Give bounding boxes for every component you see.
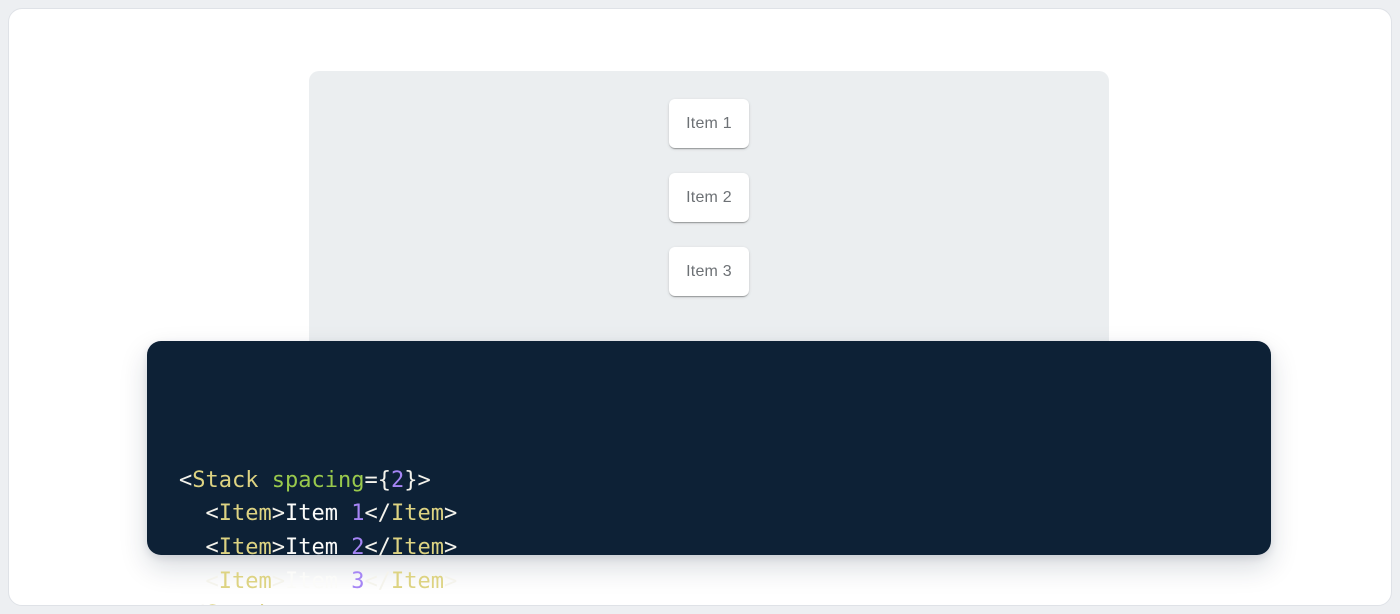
code-token-plain: [179, 501, 206, 526]
code-token-punct: ={: [364, 467, 391, 493]
code-token-punct: >: [443, 534, 458, 560]
code-token-plain: [179, 569, 206, 594]
code-token-tag: Item: [390, 568, 444, 594]
code-block: <Stack spacing={2}> <Item>Item 1</Item> …: [147, 341, 1271, 605]
code-line: <Item>Item 3</Item>: [179, 565, 1239, 599]
stack-demo-panel: Item 1 Item 2 Item 3: [309, 71, 1109, 371]
stack-item-label: Item 3: [686, 262, 732, 280]
code-token-plain: Item: [284, 534, 352, 560]
code-lines: <Stack spacing={2}> <Item>Item 1</Item> …: [179, 363, 1239, 605]
code-token-punct: >: [272, 602, 285, 605]
code-token-punct: <: [179, 467, 193, 493]
code-token-num: 2: [351, 534, 365, 560]
stack-item: Item 3: [669, 247, 749, 296]
code-token-num: 3: [351, 568, 365, 594]
code-token-punct: <: [205, 501, 219, 527]
code-token-punct: }>: [404, 467, 431, 493]
code-line: </Stack>: [179, 598, 1239, 605]
code-token-punct: </: [179, 602, 206, 605]
code-token-plain: Item: [284, 568, 352, 594]
code-token-punct: >: [271, 534, 285, 560]
code-token-tag: Item: [390, 534, 444, 560]
code-token-plain: Item: [284, 501, 352, 527]
code-token-punct: <: [205, 534, 219, 560]
code-token-tag: Item: [218, 501, 272, 527]
stack-item-label: Item 2: [686, 188, 732, 206]
code-token-tag: Stack: [192, 467, 259, 493]
stack-item-label: Item 1: [686, 114, 732, 132]
code-line: <Item>Item 1</Item>: [179, 497, 1239, 531]
code-token-punct: >: [271, 501, 285, 527]
code-token-punct: >: [271, 568, 285, 594]
code-token-tag: Item: [390, 501, 444, 527]
code-token-tag: Item: [218, 534, 272, 560]
code-line: <Stack spacing={2}>: [179, 464, 1239, 498]
stack-item: Item 2: [669, 173, 749, 222]
code-token-punct: >: [443, 568, 458, 594]
code-token-tag: Item: [218, 568, 272, 594]
code-token-punct: </: [364, 568, 391, 594]
code-token-tag: Stack: [206, 602, 272, 605]
code-token-plain: [258, 468, 271, 493]
code-token-punct: <: [205, 568, 219, 594]
code-token-punct: >: [443, 501, 458, 527]
code-token-num: 2: [390, 467, 405, 493]
code-token-plain: [179, 535, 206, 560]
code-token-punct: </: [364, 501, 391, 527]
code-token-num: 1: [351, 501, 365, 527]
code-token-attr: spacing: [271, 467, 365, 493]
code-line: <Item>Item 2</Item>: [179, 531, 1239, 565]
stack-item: Item 1: [669, 99, 749, 148]
code-token-punct: </: [364, 534, 391, 560]
